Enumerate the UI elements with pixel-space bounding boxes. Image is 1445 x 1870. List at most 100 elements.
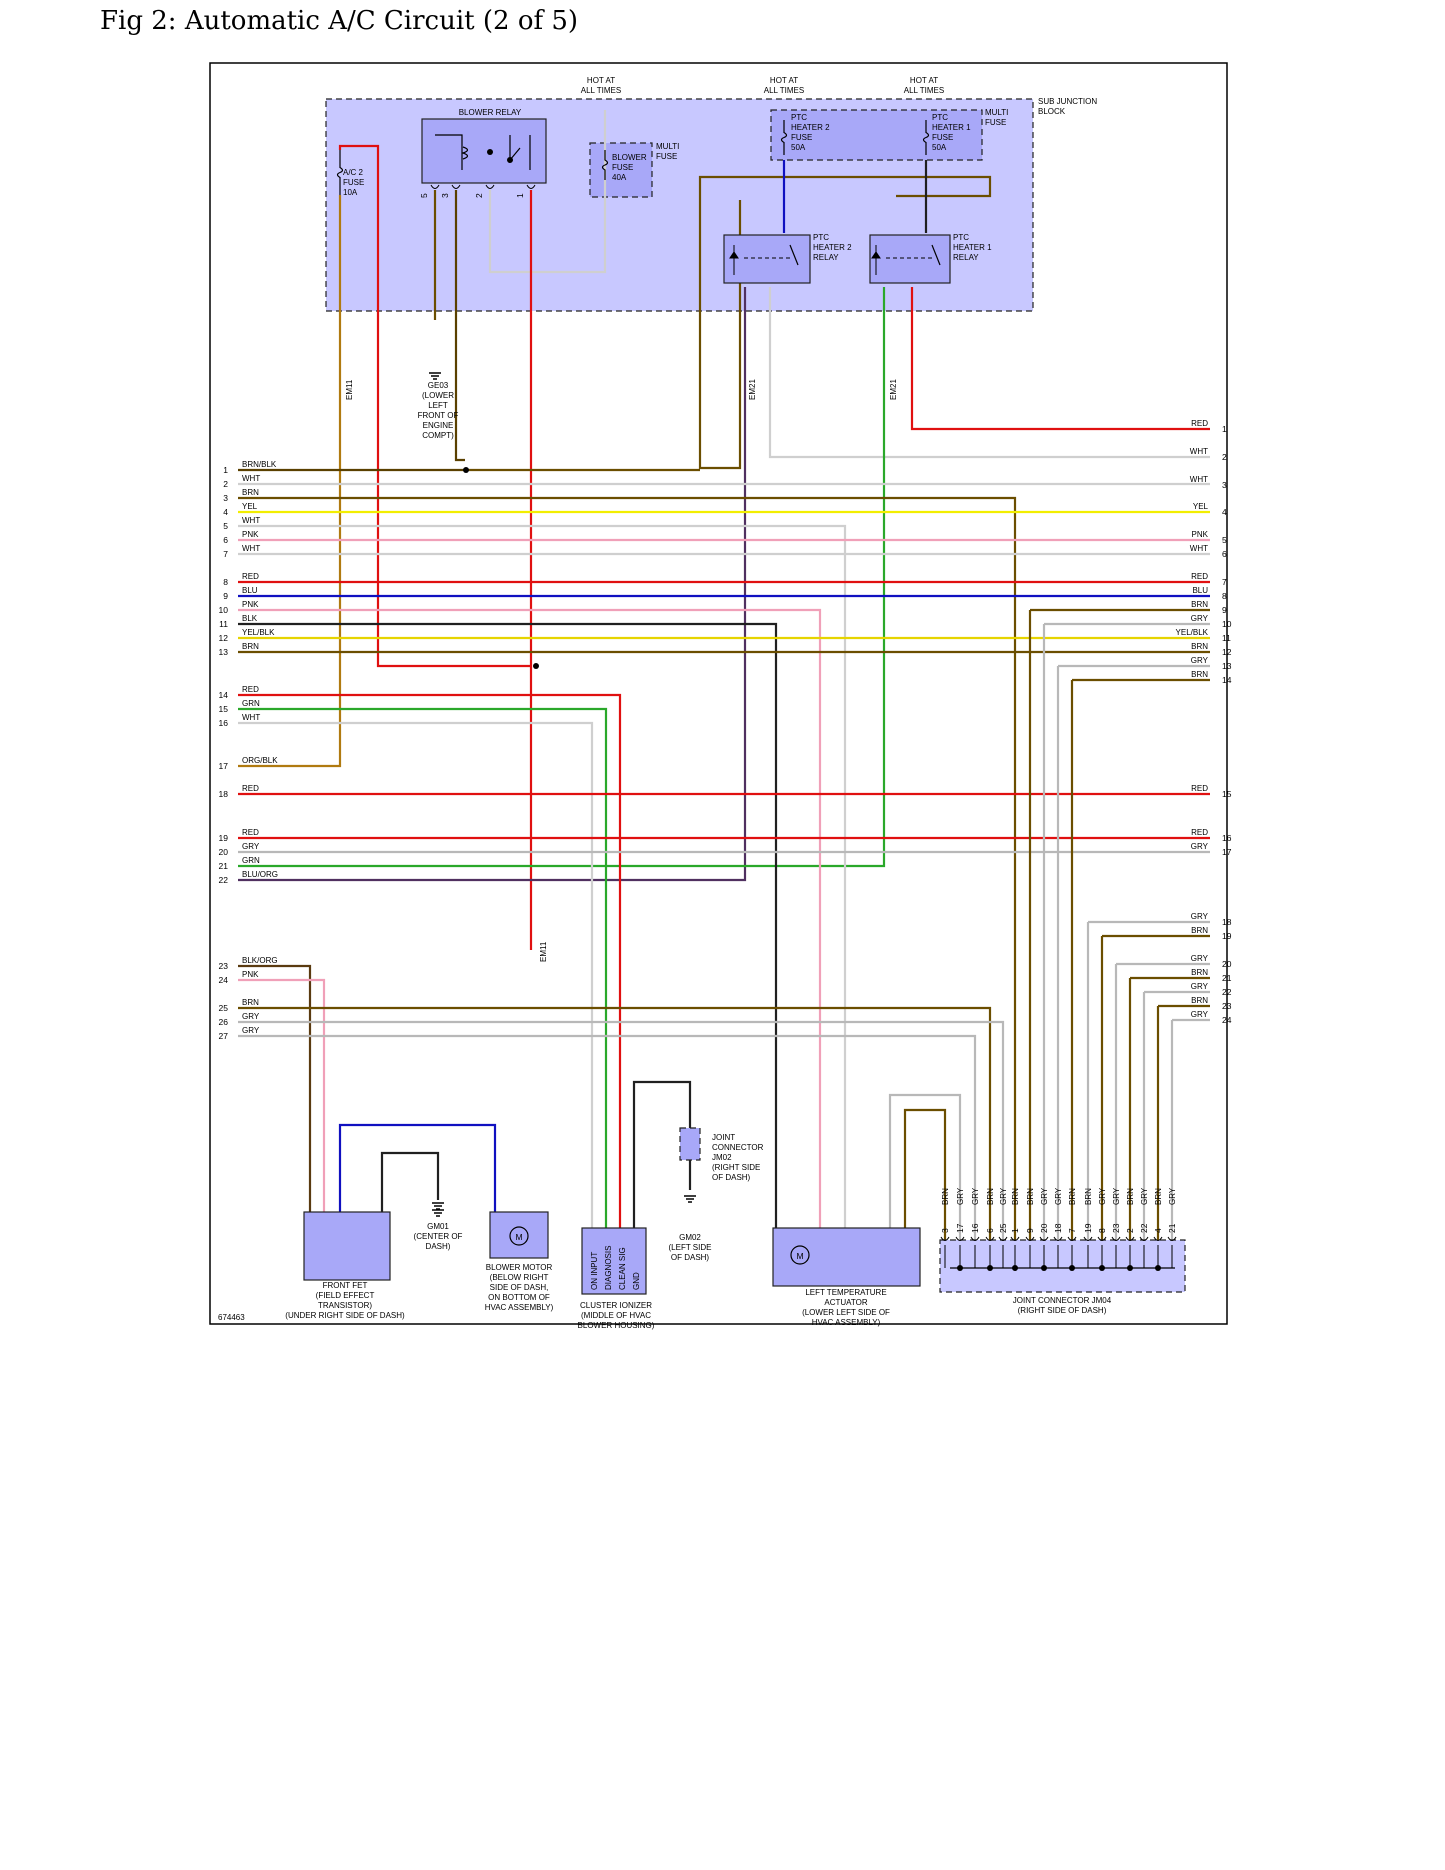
splice-brn — [463, 467, 469, 473]
jm04-wire-color: GRY — [971, 1187, 980, 1205]
blower-relay — [421, 118, 547, 184]
sub-junction-block-label: SUB JUNCTION — [1038, 97, 1097, 106]
jm04-wire-color: GRY — [1168, 1187, 1177, 1205]
gm01-label: GM01 — [427, 1222, 449, 1231]
left-connector-number: 3 — [223, 493, 228, 503]
right-connector-number: 8 — [1222, 591, 1227, 601]
cluster-ionizer-label: CLUSTER IONIZER — [580, 1301, 652, 1310]
ptc-heater1-fuse-label: 50A — [932, 143, 947, 152]
ptc-heater1-fuse-label: PTC — [932, 113, 948, 122]
ptc-heater2-fuse-label: FUSE — [791, 133, 812, 142]
em21-label: EM21 — [889, 379, 898, 400]
jm04-label: JOINT CONNECTOR JM04 — [1013, 1296, 1112, 1305]
wire — [238, 721, 594, 1240]
right-connector-number: 22 — [1222, 987, 1232, 997]
wire-wht — [488, 110, 607, 274]
gm02-label: (LEFT SIDE — [669, 1243, 712, 1252]
right-connector-number: 21 — [1222, 973, 1232, 983]
jm04-pin-number: 2 — [1125, 1228, 1135, 1233]
right-connector-number: 14 — [1222, 675, 1232, 685]
right-connector-number: 2 — [1222, 452, 1227, 462]
connector-pin — [955, 1236, 965, 1241]
left-wire-color: RED — [242, 685, 259, 694]
front-fet — [303, 1211, 391, 1281]
jm04-wire-color: GRY — [999, 1187, 1008, 1205]
left-wire-color: GRY — [242, 1026, 260, 1035]
left-wire-color: BLU/ORG — [242, 870, 278, 879]
ac2-fuse-label: A/C 2 — [343, 168, 364, 177]
hot-label-blower: ALL TIMES — [581, 86, 621, 95]
left-wire-color: BRN/BLK — [242, 460, 277, 469]
right-wire-color: RED — [1191, 828, 1208, 837]
left-connector-number: 27 — [219, 1031, 229, 1041]
jm04-pin-number: 21 — [1167, 1223, 1177, 1233]
right-wire-color: GRY — [1191, 982, 1209, 991]
pin-number: 1 — [515, 193, 525, 198]
hot-label-ptc1: HOT AT — [910, 76, 938, 85]
gm02-label: GM02 — [679, 1233, 701, 1242]
left-wire-color: GRN — [242, 856, 260, 865]
jm04-wire-color: BRN — [1154, 1188, 1163, 1205]
right-wire-color: BRN — [1191, 926, 1208, 935]
relay-contact-dot — [487, 149, 493, 155]
jm04-wire-color: GRY — [1140, 1187, 1149, 1205]
em11-label: EM11 — [345, 379, 354, 400]
left-temp-actuator-label: ACTUATOR — [824, 1298, 867, 1307]
front-fet-label: FRONT FET — [323, 1281, 368, 1290]
ptc-heater2-fuse-label: 50A — [791, 143, 806, 152]
ionizer-pin-label: CLEAN SIG — [618, 1247, 627, 1290]
front-fet-label: TRANSISTOR) — [318, 1301, 372, 1310]
right-connector-number: 17 — [1222, 847, 1232, 857]
left-connector-number: 20 — [219, 847, 229, 857]
jm04-wire-color: BRN — [1026, 1188, 1035, 1205]
left-wire-color: ORG/BLK — [242, 756, 278, 765]
left-temp-actuator-label: (LOWER LEFT SIDE OF — [802, 1308, 890, 1317]
gm02-label: OF DASH) — [671, 1253, 710, 1262]
wire — [238, 1006, 992, 1240]
right-connector-number: 7 — [1222, 577, 1227, 587]
ge03-label: FRONT OF — [418, 411, 459, 420]
left-connector-number: 25 — [219, 1003, 229, 1013]
ptc-heater1-fuse-label: FUSE — [932, 133, 953, 142]
joint-connector-jm04 — [939, 1239, 1186, 1293]
ptc-heater2-relay-label: RELAY — [813, 253, 839, 262]
fuse-symbol — [601, 150, 609, 180]
right-connector-number: 20 — [1222, 959, 1232, 969]
motor-symbol — [509, 1226, 529, 1246]
jm02-label: (RIGHT SIDE — [712, 1163, 760, 1172]
left-wire-color: BLK/ORG — [242, 956, 278, 965]
jm04-wire-color: GRY — [1112, 1187, 1121, 1205]
left-connector-number: 23 — [219, 961, 229, 971]
jm04-splice-dot — [1099, 1265, 1105, 1271]
right-wire-color: BRN — [1191, 670, 1208, 679]
jm02-connector — [679, 1127, 701, 1161]
wire-brn-ptc — [698, 175, 992, 470]
blower-motor-label: SIDE OF DASH, — [490, 1283, 549, 1292]
left-wire-color: GRY — [242, 842, 260, 851]
right-wire-color: RED — [1191, 572, 1208, 581]
right-wire-color: YEL/BLK — [1176, 628, 1209, 637]
hot-label-ptc2: ALL TIMES — [764, 86, 804, 95]
right-connector-number: 12 — [1222, 647, 1232, 657]
left-connector-number: 9 — [223, 591, 228, 601]
connector-pin — [1025, 1236, 1035, 1241]
jm04-pin-number: 8 — [1097, 1228, 1107, 1233]
left-wire-color: PNK — [242, 600, 259, 609]
relay-contact-dot — [507, 157, 513, 163]
left-wire-color: YEL — [242, 502, 258, 511]
right-connector-number: 5 — [1222, 535, 1227, 545]
left-temp-actuator-label: HVAC ASSEMBLY) — [812, 1318, 881, 1327]
left-connector-number: 21 — [219, 861, 229, 871]
connector-pin — [451, 184, 461, 189]
relay-coil — [435, 134, 469, 170]
connector-pin — [1097, 1236, 1107, 1241]
left-connector-number: 14 — [219, 690, 229, 700]
ptc-heater1-relay-label: PTC — [953, 233, 969, 242]
jm04-pin-number: 3 — [940, 1228, 950, 1233]
connector-pin — [1125, 1236, 1135, 1241]
ac2-fuse-label: FUSE — [343, 178, 364, 187]
left-connector-number: 6 — [223, 535, 228, 545]
wire — [903, 1108, 947, 1240]
jm04-wire-color: GRY — [1098, 1187, 1107, 1205]
connector-pin — [985, 1236, 995, 1241]
